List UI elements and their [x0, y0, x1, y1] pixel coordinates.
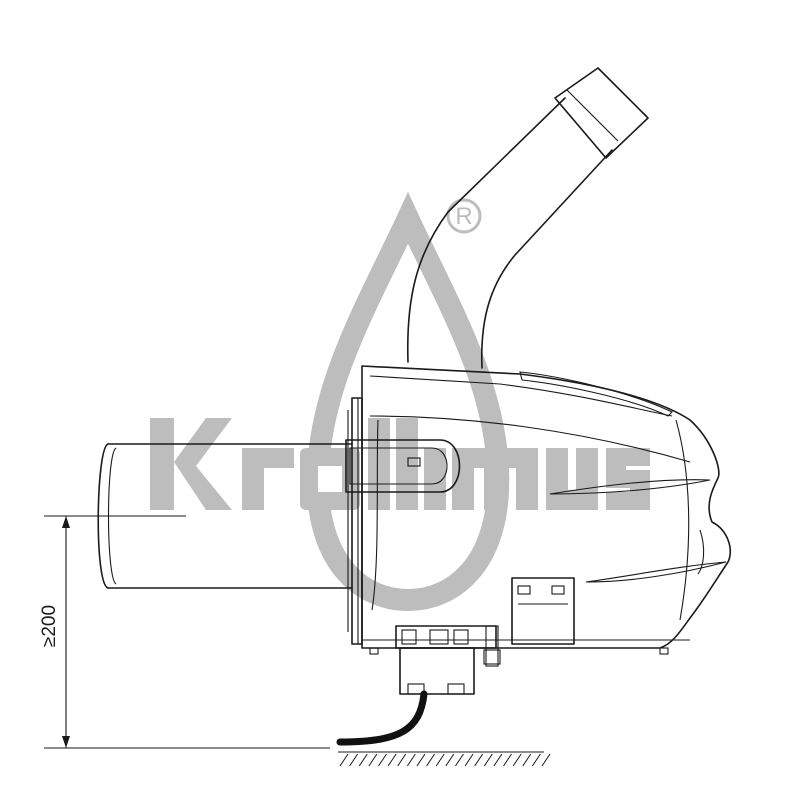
floor-hatch-stroke	[474, 753, 484, 767]
floor-hatch-stroke	[483, 753, 493, 767]
floor-hatch-stroke	[541, 753, 551, 767]
floor-hatch-stroke	[358, 753, 368, 767]
floor-hatch-stroke	[397, 753, 407, 767]
watermark-logotype	[150, 418, 650, 510]
watermark-drop-shape	[306, 191, 510, 612]
floor-hatch-lines	[339, 753, 551, 767]
dimension-arrow-top	[62, 516, 70, 528]
burner-outline	[44, 67, 732, 746]
krollimus-watermark: R	[150, 191, 650, 612]
floor-hatch-stroke	[426, 753, 435, 767]
clearance-dimension-label: ≥200	[39, 605, 60, 647]
clearance-dimension: ≥200	[39, 516, 330, 749]
floor-hatch-stroke	[349, 753, 359, 767]
floor-hatch-stroke	[378, 753, 387, 767]
floor-hatch-stroke	[531, 753, 541, 767]
control-box	[511, 577, 575, 645]
registered-mark-letter: R	[455, 203, 472, 230]
power-cable	[336, 690, 428, 746]
floor-hatch-stroke	[512, 753, 522, 767]
air-intake-pipe	[406, 67, 649, 369]
floor-hatch-stroke	[368, 753, 378, 767]
floor-hatch-stroke	[455, 753, 464, 767]
floor-hatch-stroke	[464, 753, 474, 767]
floor-hatch-stroke	[387, 753, 397, 767]
floor-hatch-stroke	[503, 753, 512, 767]
dimension-arrow-bottom	[62, 736, 70, 748]
floor-hatch-stroke	[435, 753, 445, 767]
floor-hatch-stroke	[406, 753, 416, 767]
floor-hatch-stroke	[445, 753, 455, 767]
registered-mark-circle	[446, 198, 482, 234]
housing-latch	[345, 439, 461, 493]
floor-hatching	[338, 751, 551, 767]
mounting-flange	[347, 397, 363, 645]
burner-tube	[44, 443, 353, 589]
floor-hatch-stroke	[339, 753, 349, 767]
floor-hatch-stroke	[416, 753, 426, 767]
floor-hatch-stroke	[522, 753, 532, 767]
floor-hatch-stroke	[493, 753, 503, 767]
terminal-connector	[336, 625, 501, 746]
